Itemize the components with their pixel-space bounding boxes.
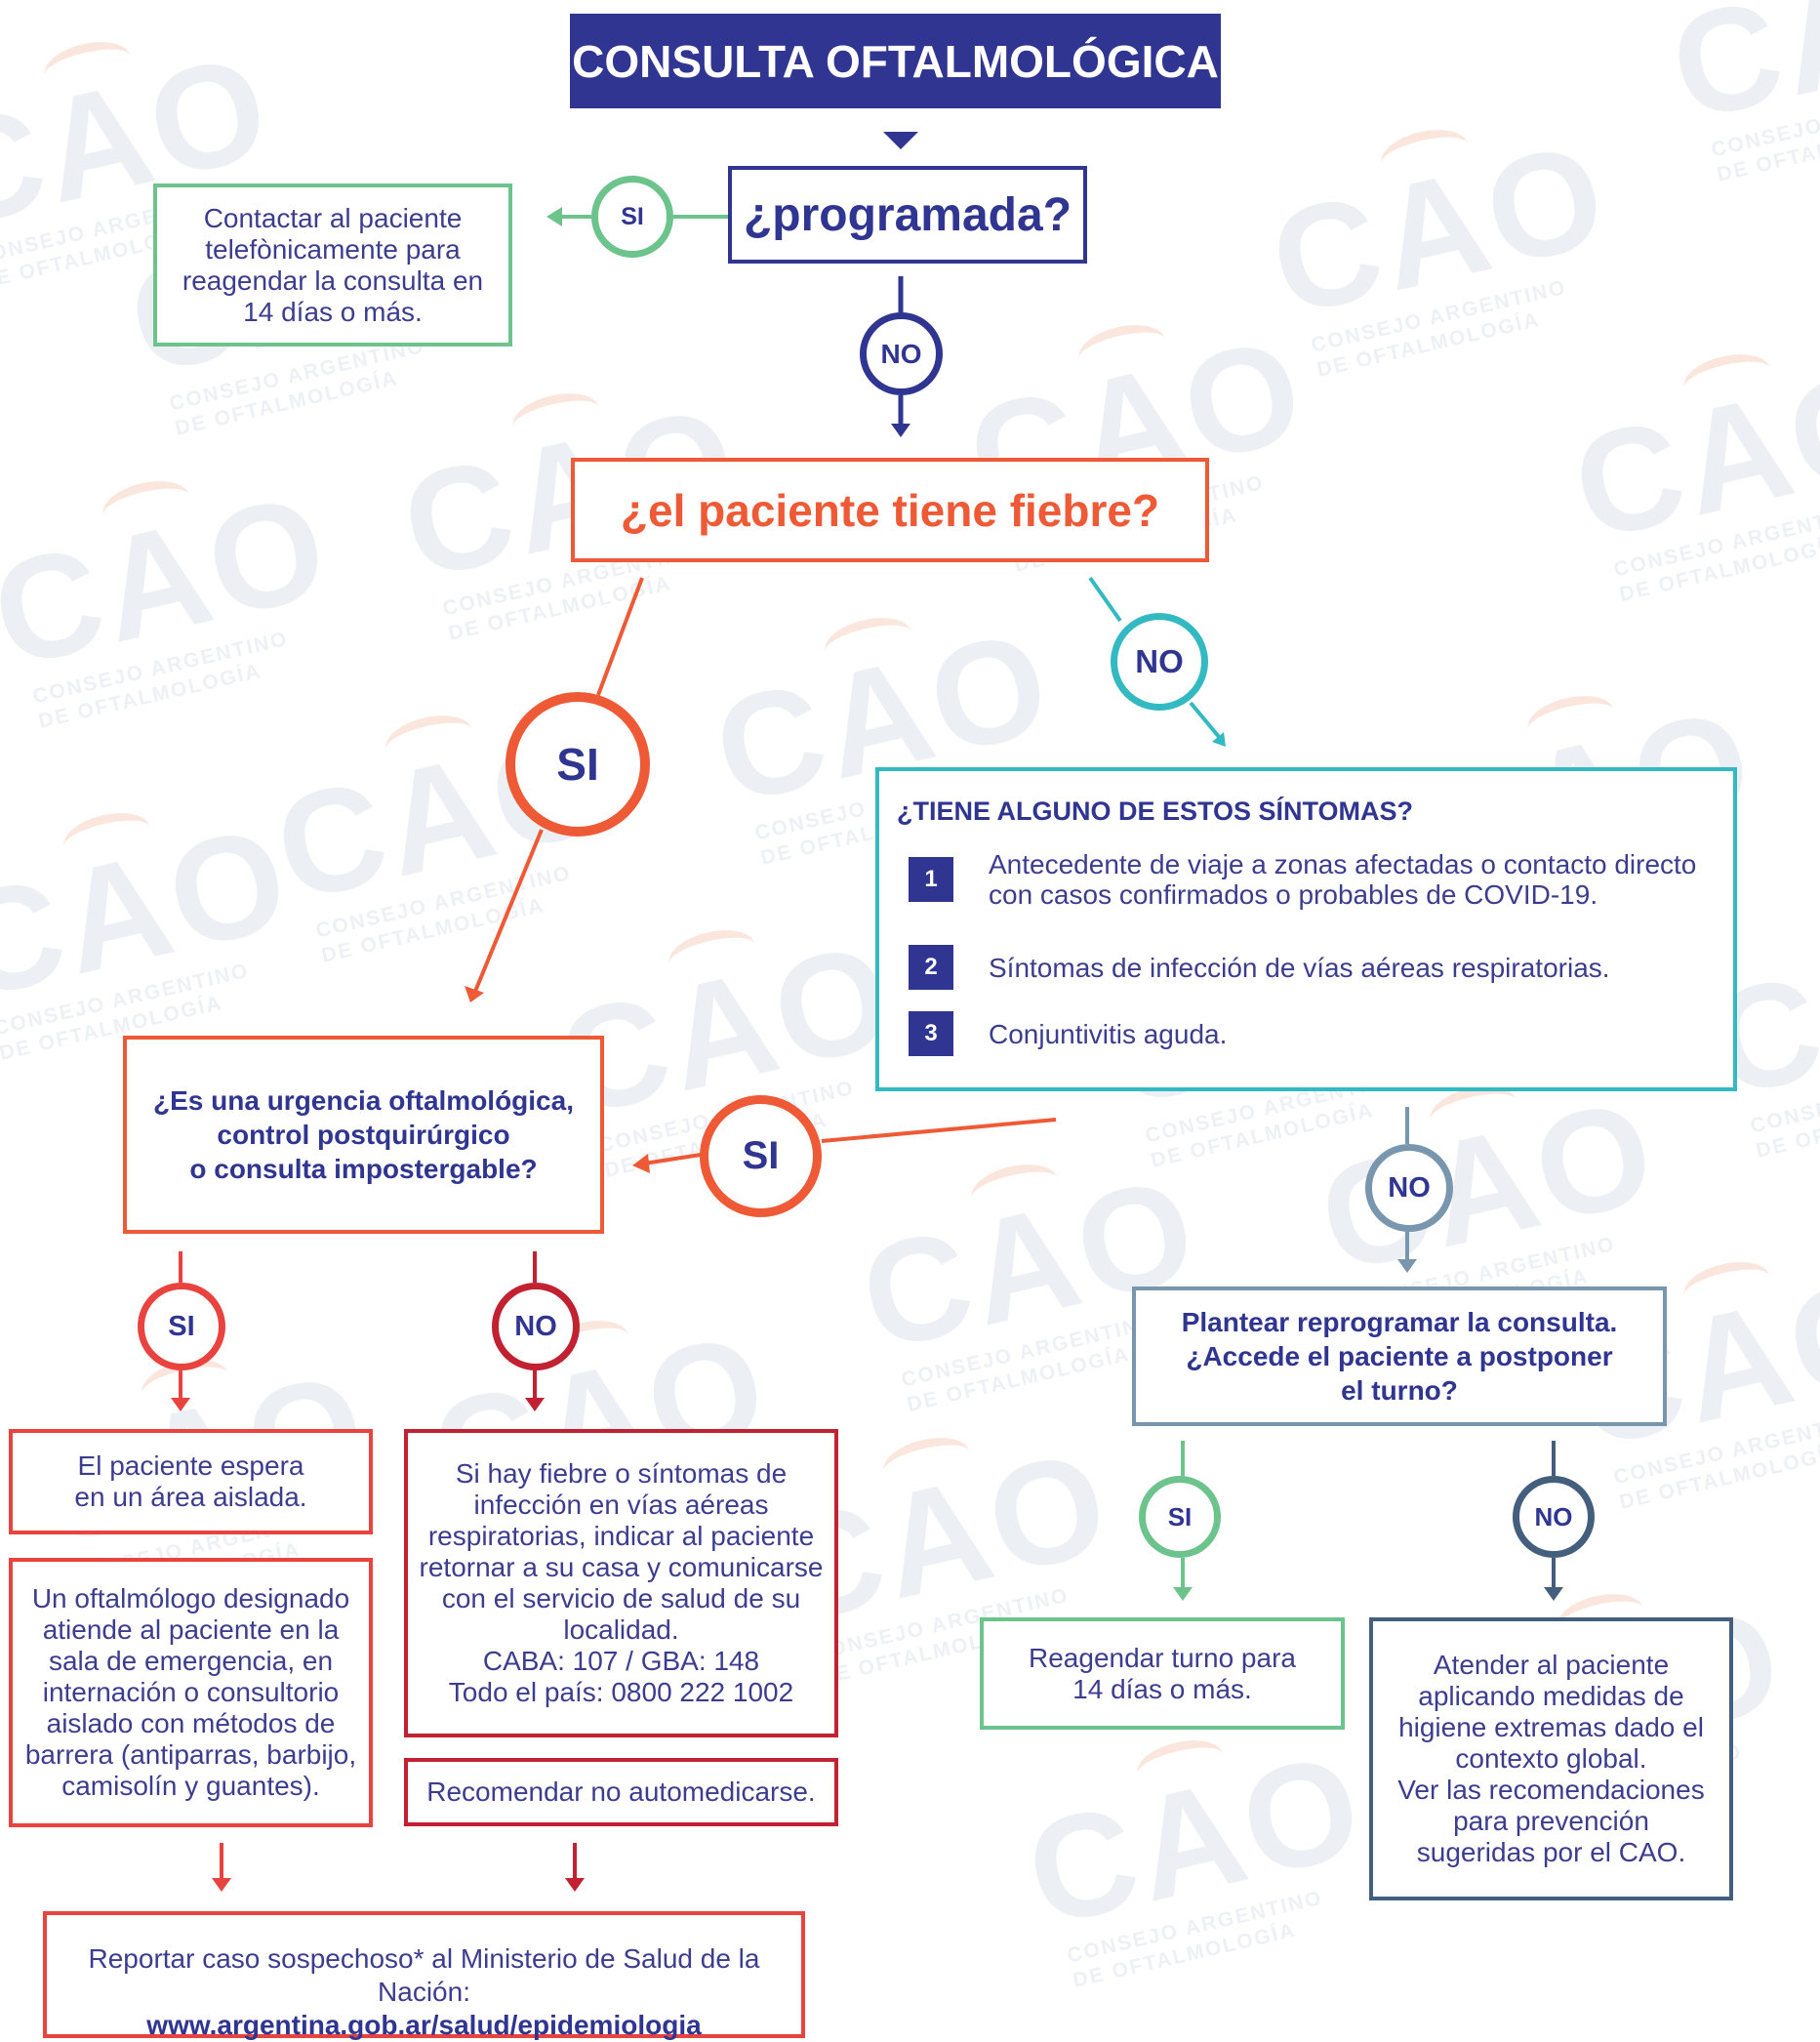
connector-urgencia-si	[171, 1251, 190, 1411]
no-automedicarse-text: Recomendar no automedicarse.	[426, 1777, 816, 1807]
connector-programada-si	[546, 207, 728, 226]
fiebre-si-label: SI	[506, 692, 650, 837]
sintomas-si-label: SI	[700, 1095, 822, 1217]
urgencia-no-label: NO	[492, 1283, 580, 1370]
sintomas-box: ¿TIENE ALGUNO DE ESTOS SÍNTOMAS? 1 Antec…	[875, 767, 1737, 1091]
sintoma-item: 1 Antecedente de viaje a zonas afectadas…	[909, 849, 1696, 910]
reagendar-turno-box: Reagendar turno para 14 días o más.	[980, 1617, 1345, 1730]
connector-fiebre-no	[1088, 576, 1226, 747]
atender-paciente-box: Atender al paciente aplicando medidas de…	[1369, 1617, 1733, 1900]
contactar-paciente-box: Contactar al paciente telefònicamente pa…	[153, 184, 512, 347]
connector-urgencia-no	[525, 1251, 545, 1411]
epidemiologia-link[interactable]: www.argentina.gob.ar/salud/epidemiologia	[146, 2010, 702, 2040]
sintoma-text: Conjuntivitis aguda.	[989, 1018, 1228, 1049]
connector-sintomas-no	[1397, 1107, 1417, 1273]
sintoma-text: Síntomas de infección de vías aéreas res…	[989, 952, 1610, 983]
connector-to-reportar-right	[565, 1843, 585, 1892]
oftalmologo-designado-box: Un oftalmólogo designado atiende al paci…	[9, 1558, 373, 1827]
paciente-espera-box: El paciente espera en un área aislada.	[9, 1429, 373, 1534]
sintoma-item: 3 Conjuntivitis aguda.	[909, 1011, 1227, 1056]
fiebre-no-label: NO	[1111, 613, 1208, 711]
connector-reprogramar-no	[1544, 1441, 1563, 1601]
contactar-paciente-text: Contactar al paciente telefònicamente pa…	[182, 202, 484, 327]
sintoma-text: Antecedente de viaje a zonas afectadas o…	[989, 849, 1697, 910]
connector-programada-no	[891, 276, 910, 437]
question-programada: ¿programada?	[728, 166, 1087, 264]
diagram-title: CONSULTA OFTALMOLÓGICA	[570, 14, 1221, 108]
question-urgencia: ¿Es una urgencia oftalmológica, control …	[123, 1036, 604, 1234]
sintoma-number: 3	[909, 1011, 953, 1056]
reprogramar-si-label: SI	[1139, 1476, 1221, 1558]
sintoma-number: 1	[909, 857, 953, 902]
atender-paciente-text: Atender al paciente aplicando medidas de…	[1397, 1650, 1705, 1867]
sintomas-heading: ¿TIENE ALGUNO DE ESTOS SÍNTOMAS?	[897, 796, 1414, 826]
question-fiebre: ¿el paciente tiene fiebre?	[571, 458, 1209, 562]
urgencia-si-label: SI	[138, 1283, 225, 1370]
reportar-caso-text: Reportar caso sospechoso* al Ministerio …	[88, 1943, 760, 2007]
paciente-espera-text: El paciente espera en un área aislada.	[74, 1450, 307, 1512]
fiebre-sintomas-instrucciones-text: Si hay fiebre o síntomas de infección en…	[419, 1458, 824, 1707]
reagendar-turno-text: Reagendar turno para 14 días o más.	[1029, 1642, 1296, 1704]
reprogramar-no-label: NO	[1513, 1476, 1595, 1558]
connector-title-to-programada	[883, 132, 918, 149]
oftalmologo-designado-text: Un oftalmólogo designado atiende al paci…	[24, 1583, 357, 1801]
connector-reprogramar-si	[1173, 1441, 1193, 1601]
reportar-caso-box: Reportar caso sospechoso* al Ministerio …	[43, 1911, 805, 2040]
programada-si-label: SI	[591, 176, 673, 258]
connector-sintomas-si	[632, 1118, 1057, 1173]
sintoma-item: 2 Síntomas de infección de vías aéreas r…	[909, 945, 1610, 990]
sintoma-number: 2	[909, 945, 953, 990]
sintomas-no-label: NO	[1365, 1144, 1453, 1232]
question-reprogramar: Plantear reprogramar la consulta. ¿Acced…	[1132, 1286, 1667, 1426]
no-automedicarse-box: Recomendar no automedicarse.	[404, 1758, 838, 1826]
programada-no-label: NO	[860, 312, 943, 395]
connector-fiebre-si	[465, 577, 644, 1002]
fiebre-sintomas-instrucciones-box: Si hay fiebre o síntomas de infección en…	[404, 1429, 838, 1737]
connector-to-reportar-left	[212, 1843, 231, 1892]
